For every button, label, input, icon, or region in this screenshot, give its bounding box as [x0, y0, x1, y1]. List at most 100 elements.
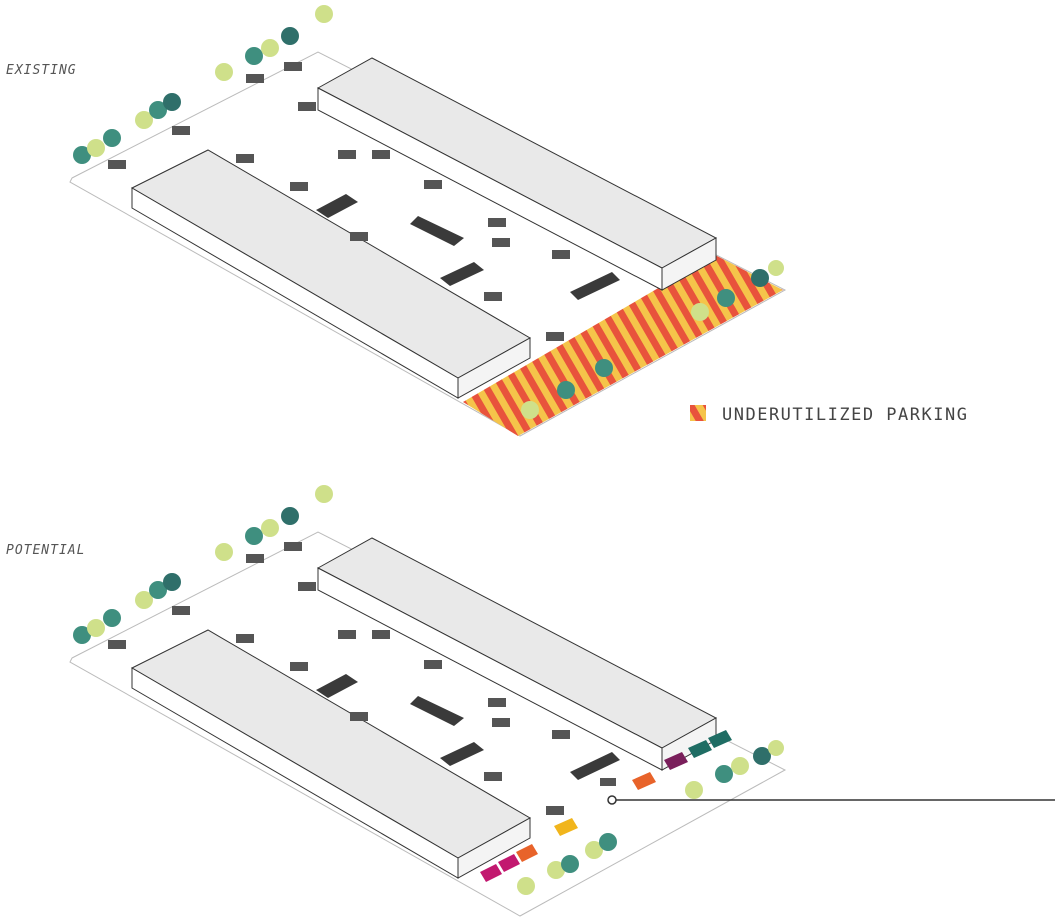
truck-icon: [440, 742, 484, 766]
callout-circle-icon: [607, 795, 617, 805]
car-icon: [338, 630, 356, 639]
car-icon: [552, 730, 570, 739]
food-truck-icon: [688, 740, 712, 758]
car-icon: [290, 662, 308, 671]
food-truck-icon: [498, 854, 520, 872]
car-icon: [284, 542, 302, 551]
potential-ground: [69, 531, 787, 917]
potential-label: POTENTIAL: [6, 543, 85, 558]
car-icon: [484, 292, 502, 301]
car-icon: [108, 160, 126, 169]
car-icon: [488, 218, 506, 227]
potential-front-building: [130, 629, 532, 879]
tree-icon: [281, 507, 299, 525]
truck-icon: [410, 696, 464, 726]
car-icon: [546, 332, 564, 341]
tree-icon: [73, 626, 91, 644]
tree-icon: [163, 93, 181, 111]
tree-icon: [557, 381, 575, 399]
car-icon: [290, 182, 308, 191]
truck-icon: [440, 262, 484, 286]
car-icon: [372, 630, 390, 639]
car-icon: [484, 772, 502, 781]
truck-icon: [316, 194, 358, 218]
tree-icon: [561, 855, 579, 873]
car-icon: [284, 62, 302, 71]
tree-icon: [215, 63, 233, 81]
tree-icon: [215, 543, 233, 561]
car-icon: [546, 806, 564, 815]
truck-icon: [316, 674, 358, 698]
tree-icon: [87, 619, 105, 637]
food-truck-icon: [516, 844, 538, 862]
tree-icon: [768, 740, 784, 756]
existing-plan: EXISTING: [6, 5, 787, 437]
tree-icon: [245, 47, 263, 65]
car-icon: [108, 640, 126, 649]
tree-icon: [717, 289, 735, 307]
tree-icon: [103, 609, 121, 627]
food-truck-icon: [554, 818, 578, 836]
callout: [607, 795, 1055, 805]
car-icon: [350, 232, 368, 241]
potential-plan: POTENTIAL: [6, 485, 1055, 917]
food-truck-icon: [632, 772, 656, 790]
tree-icon: [315, 485, 333, 503]
tree-icon: [87, 139, 105, 157]
legend-label: UNDERUTILIZED PARKING: [722, 405, 968, 425]
existing-label: EXISTING: [6, 63, 77, 78]
car-icon: [424, 660, 442, 669]
car-icon: [172, 126, 190, 135]
tree-icon: [103, 129, 121, 147]
existing-back-building: [316, 57, 718, 291]
tree-icon: [517, 877, 535, 895]
car-icon: [424, 180, 442, 189]
tree-icon: [599, 833, 617, 851]
car-icon: [236, 154, 254, 163]
food-truck-icon: [708, 730, 732, 748]
car-icon: [492, 718, 510, 727]
tree-icon: [547, 861, 565, 879]
car-icon: [488, 698, 506, 707]
truck-icon: [570, 752, 620, 780]
car-icon: [246, 74, 264, 83]
tree-icon: [135, 111, 153, 129]
tree-icon: [595, 359, 613, 377]
tree-icon: [245, 527, 263, 545]
tree-icon: [753, 747, 771, 765]
tree-icon: [261, 519, 279, 537]
tree-icon: [163, 573, 181, 591]
car-icon: [338, 150, 356, 159]
tree-icon: [768, 260, 784, 276]
tree-icon: [281, 27, 299, 45]
car-icon: [372, 150, 390, 159]
tree-icon: [731, 757, 749, 775]
tree-icon: [691, 303, 709, 321]
car-icon: [350, 712, 368, 721]
tree-icon: [585, 841, 603, 859]
car-icon: [492, 238, 510, 247]
legend-swatch: [690, 405, 706, 421]
tree-icon: [521, 401, 539, 419]
car-icon: [552, 250, 570, 259]
existing-underutilized-parking: [463, 255, 783, 436]
car-icon: [298, 102, 316, 111]
existing-front-building: [130, 149, 532, 399]
car-icon: [246, 554, 264, 563]
truck-icon: [570, 272, 620, 300]
tree-icon: [315, 5, 333, 23]
tree-icon: [715, 765, 733, 783]
legend: UNDERUTILIZED PARKING: [690, 405, 968, 425]
tree-icon: [149, 101, 167, 119]
potential-back-building: [316, 537, 718, 771]
tree-icon: [73, 146, 91, 164]
tree-icon: [685, 781, 703, 799]
food-truck-icon: [664, 752, 688, 770]
tree-icon: [149, 581, 167, 599]
car-icon: [236, 634, 254, 643]
food-truck-icon: [480, 864, 502, 882]
tree-icon: [751, 269, 769, 287]
tree-icon: [135, 591, 153, 609]
truck-icon: [410, 216, 464, 246]
